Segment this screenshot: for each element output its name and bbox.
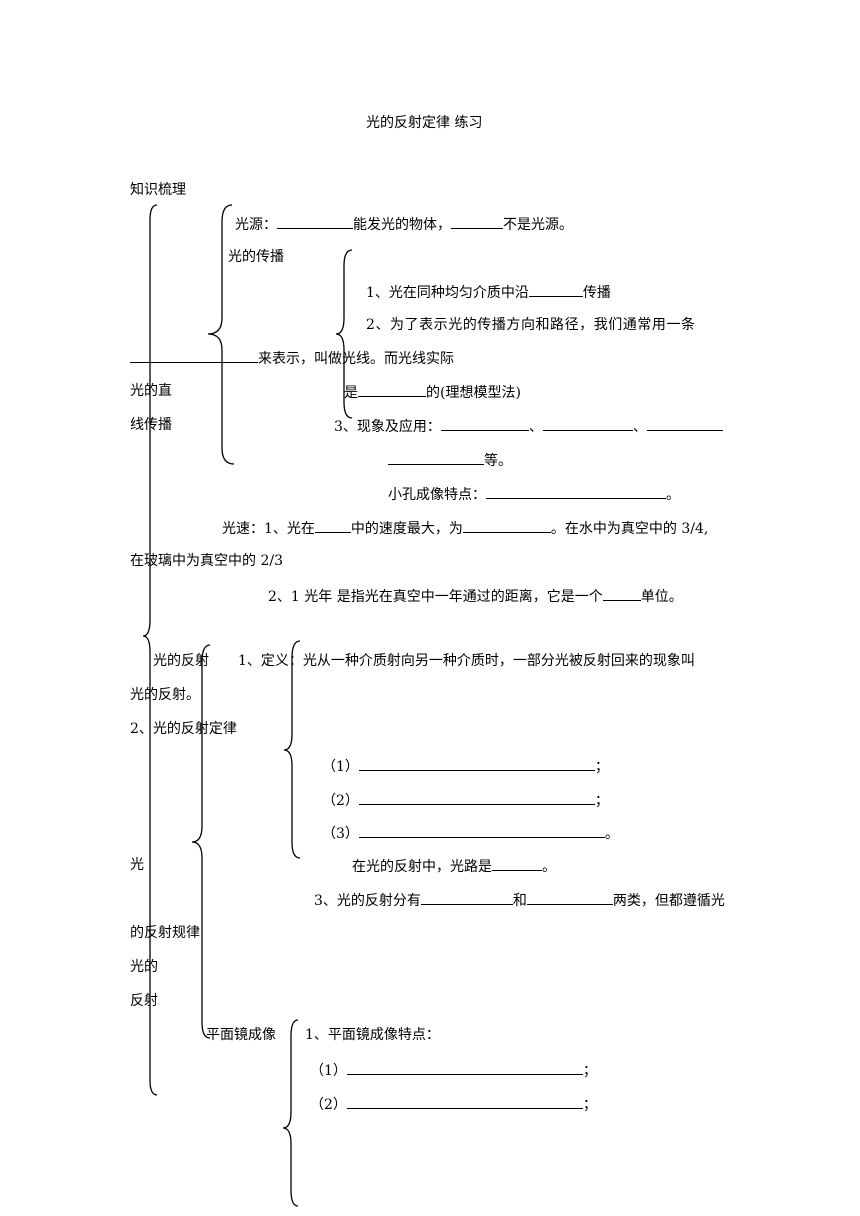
law-item-3: （3）。 (322, 823, 619, 843)
page-title: 光的反射定律 练习 (366, 115, 483, 131)
pinhole-line: 小孔成像特点：。 (388, 484, 680, 504)
light-source-line: 光源：能发光的物体，不是光源。 (235, 214, 573, 234)
left-label-reflection-1: 光的 (130, 959, 158, 975)
left-label-guang: 光 (130, 857, 144, 873)
mirror-features: 1、平面镜成像特点： (305, 1027, 440, 1043)
speed-line-1: 光速：1、光在中的速度最大，为。在水中为真空中的 3/4, (222, 518, 708, 538)
left-label-rectilinear-1: 光的直 (130, 383, 172, 399)
propagation-item-1: 1、光在同种均匀介质中沿传播 (366, 282, 611, 302)
light-path-line: 在光的反射中，光路是。 (352, 856, 556, 876)
speed-line-2: 2、1 光年 是指光在真空中一年通过的距离，它是一个单位。 (268, 586, 683, 606)
speed-line-1-cont: 在玻璃中为真空中的 2/3 (130, 553, 283, 569)
propagation-item-2: 2、为了表示光的传播方向和路径，我们通常用一条 (366, 317, 696, 333)
reflection-definition: 1、定义：光从一种介质射向另一种介质时，一部分光被反射回来的现象叫 (238, 653, 695, 669)
reflection-law-label: 2、光的反射定律 (130, 721, 237, 737)
propagation-item-3: 3、现象及应用：、、 (334, 416, 723, 436)
propagation-item-2-cont: 来表示，叫做光线。而光线实际 (130, 348, 454, 368)
propagation-item-3-cont: 等。 (388, 450, 512, 470)
mirror-item-1: （1）； (310, 1060, 597, 1080)
propagation-label: 光的传播 (228, 249, 284, 265)
reflection-kinds-line: 3、光的反射分有和两类，但都遵循光 (314, 890, 725, 910)
mirror-bracket (282, 1019, 299, 1207)
reflection-definition-cont: 光的反射。 (130, 687, 200, 703)
section-heading: 知识梳理 (130, 182, 186, 198)
left-label-reflection-2: 反射 (130, 993, 158, 1009)
mirror-item-2: （2）； (310, 1094, 597, 1114)
reflection-bracket (191, 644, 211, 1039)
propagation-item-2-end: 是的(理想模型法) (344, 382, 521, 402)
law-bracket (283, 640, 301, 859)
left-label-rectilinear-2: 线传播 (130, 417, 172, 433)
main-bracket (142, 204, 158, 1096)
rectilinear-bracket (335, 249, 353, 419)
reflection-label: 光的反射 (153, 653, 209, 669)
law-item-1: （1）； (322, 756, 609, 776)
mirror-label: 平面镜成像 (206, 1027, 276, 1043)
propagation-bracket (207, 204, 235, 465)
law-item-2: （2）； (322, 790, 609, 810)
left-label-law: 的反射规律 (130, 925, 200, 941)
